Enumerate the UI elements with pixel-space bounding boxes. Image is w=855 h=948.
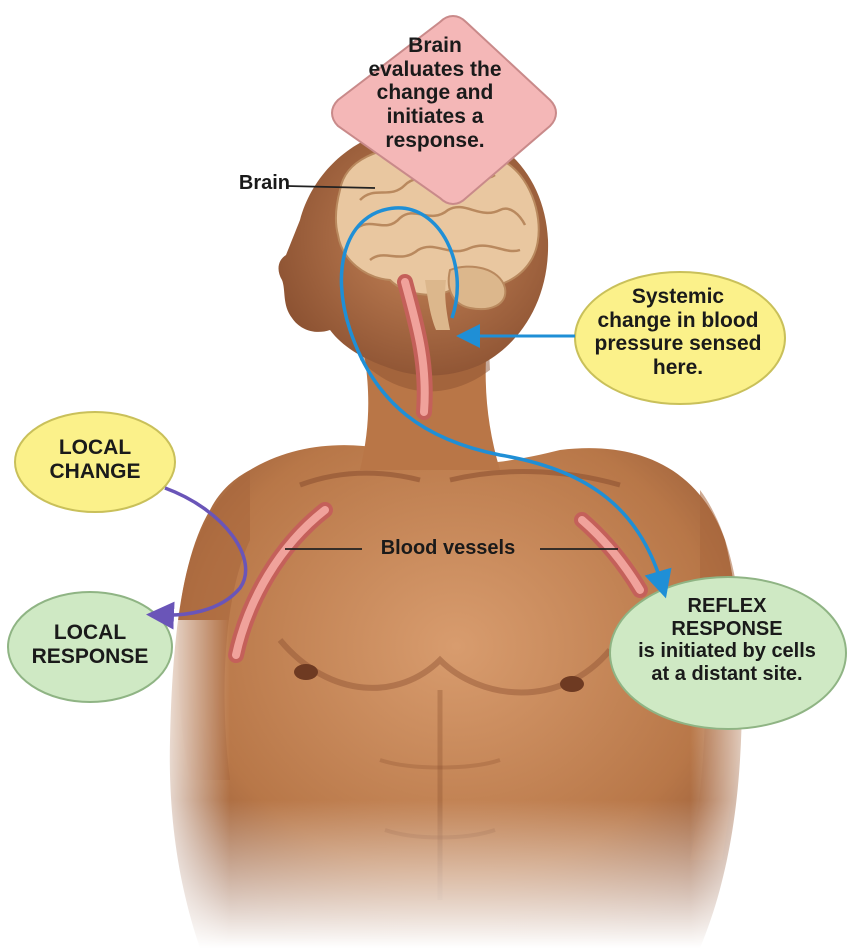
local-change-bubble bbox=[14, 411, 176, 513]
brain-callout-diamond bbox=[331, 15, 557, 205]
nipple-left bbox=[294, 664, 318, 680]
blood-vessels-label: Blood vessels bbox=[380, 537, 516, 559]
brainstem bbox=[425, 280, 450, 330]
local-response-bubble bbox=[7, 591, 173, 703]
collarbone-left bbox=[299, 470, 421, 488]
nipple-right bbox=[560, 676, 584, 692]
fade-left bbox=[150, 620, 230, 948]
reflex-callout-text: REFLEX RESPONSE is initiated by cells at… bbox=[638, 595, 816, 685]
right-arm-vessel-highlight bbox=[578, 516, 644, 594]
systemic-callout-bubble bbox=[574, 271, 786, 405]
fade-right bbox=[690, 700, 770, 948]
local-response-text: LOCAL RESPONSE bbox=[31, 621, 149, 668]
systemic-callout-text: Systemic change in blood pressure sensed… bbox=[594, 285, 762, 380]
brain-label: Brain bbox=[238, 172, 290, 194]
local-change-text: LOCAL CHANGE bbox=[49, 436, 141, 483]
reflex-pathway-arrow bbox=[339, 206, 672, 599]
pectorals bbox=[277, 638, 613, 696]
left-arm-vessel-highlight bbox=[232, 506, 329, 659]
local-pathway-arrow bbox=[146, 486, 248, 630]
cerebellum bbox=[447, 265, 507, 310]
brain-callout-text: Brain evaluates the change and initiates… bbox=[368, 34, 502, 152]
brain-leader-line bbox=[286, 185, 376, 189]
collarbone-right bbox=[449, 469, 621, 488]
reflex-callout-bubble bbox=[609, 576, 847, 730]
neck-vessel-highlight bbox=[401, 278, 429, 416]
